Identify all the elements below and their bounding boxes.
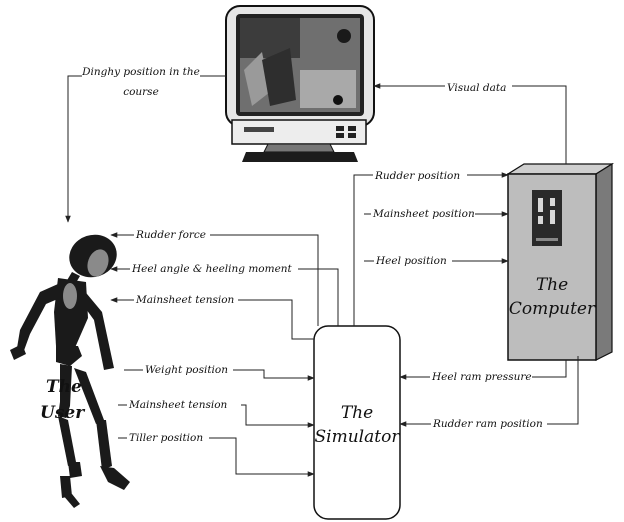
label-heel-position: Heel position bbox=[375, 255, 447, 267]
edge-rudder-force bbox=[110, 232, 319, 326]
label-backgrounds bbox=[82, 63, 547, 444]
label-rudder-ram-position: Rudder ram position bbox=[432, 418, 543, 430]
label-rudder-force: Rudder force bbox=[135, 229, 206, 241]
computer-label-line2: Computer bbox=[509, 299, 596, 319]
label-mainsheet-tension-sim: Mainsheet tension bbox=[128, 399, 228, 411]
monitor-icon bbox=[225, 5, 375, 162]
label-tiller-position: Tiller position bbox=[129, 432, 203, 444]
computer-tower-icon bbox=[505, 162, 615, 361]
simulator-label-line2: Simulator bbox=[315, 427, 401, 447]
label-mainsheet-tension-user: Mainsheet tension bbox=[135, 294, 235, 306]
user-label-line1: The bbox=[46, 377, 82, 397]
node-labels: The Computer The Simulator The User bbox=[40, 275, 596, 447]
edge-rudder-ram-position bbox=[399, 356, 579, 427]
label-dinghy-position-line2: course bbox=[123, 86, 159, 98]
label-rudder-position: Rudder position bbox=[374, 170, 460, 182]
label-heel-ram-pressure: Heel ram pressure bbox=[431, 371, 532, 383]
label-mainsheet-position: Mainsheet position bbox=[372, 208, 475, 220]
computer-label-line1: The bbox=[536, 275, 568, 295]
label-weight-position: Weight position bbox=[145, 364, 228, 376]
label-dinghy-position-line1: Dinghy position in the bbox=[81, 66, 200, 78]
edge-rudder-position bbox=[353, 172, 509, 326]
label-heel-angle: Heel angle & heeling moment bbox=[131, 263, 293, 275]
user-label-line2: User bbox=[40, 403, 85, 423]
simulator-label-line1: The bbox=[341, 403, 373, 423]
edge-labels: Dinghy position in the course Visual dat… bbox=[81, 66, 543, 444]
label-visual-data: Visual data bbox=[447, 82, 506, 94]
human-figure-icon bbox=[10, 234, 130, 508]
edge-visual-data bbox=[373, 83, 567, 164]
